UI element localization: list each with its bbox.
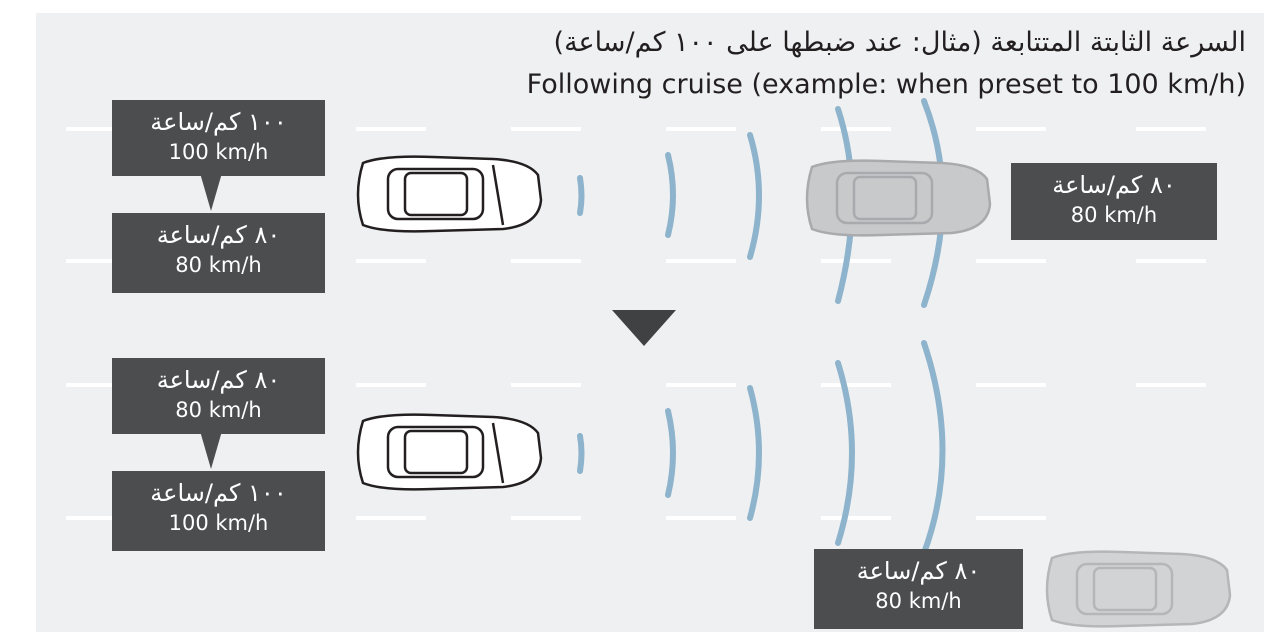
lead-car-icon [1047, 552, 1230, 627]
label-pointer-top [200, 173, 222, 211]
label-pointer-bottom [200, 431, 222, 469]
title-english: Following cruise (example: when preset t… [527, 69, 1246, 100]
speed-english: 80 km/h [814, 587, 1023, 615]
speed-english: 80 km/h [112, 251, 325, 279]
speed-arabic: ١٠٠ كم/ساعة [112, 106, 325, 138]
speed-label-lead-top: ٨٠ كم/ساعة 80 km/h [1011, 163, 1217, 240]
down-arrow-icon [612, 310, 676, 346]
speed-label-own-before-top: ١٠٠ كم/ساعة 100 km/h [112, 100, 325, 176]
speed-label-own-before-bottom: ٨٠ كم/ساعة 80 km/h [112, 358, 325, 434]
speed-arabic: ٨٠ كم/ساعة [814, 555, 1023, 587]
title-arabic: السرعة الثابتة المتتابعة (مثال: عند ضبطه… [554, 27, 1246, 58]
speed-arabic: ١٠٠ كم/ساعة [112, 477, 325, 509]
own-car-icon [358, 157, 541, 232]
own-car-icon [358, 415, 541, 490]
speed-arabic: ٨٠ كم/ساعة [112, 219, 325, 251]
radar-wave-icon [580, 343, 943, 553]
speed-label-own-after-bottom: ١٠٠ كم/ساعة 100 km/h [112, 471, 325, 551]
diagram-panel: السرعة الثابتة المتتابعة (مثال: عند ضبطه… [36, 13, 1264, 632]
speed-english: 80 km/h [112, 396, 325, 424]
speed-english: 80 km/h [1011, 201, 1217, 229]
speed-english: 100 km/h [112, 138, 325, 166]
speed-label-lead-bottom: ٨٠ كم/ساعة 80 km/h [814, 549, 1023, 629]
lead-car-icon [807, 161, 990, 236]
speed-label-own-after-top: ٨٠ كم/ساعة 80 km/h [112, 213, 325, 293]
speed-arabic: ٨٠ كم/ساعة [1011, 169, 1217, 201]
speed-arabic: ٨٠ كم/ساعة [112, 364, 325, 396]
speed-english: 100 km/h [112, 509, 325, 537]
